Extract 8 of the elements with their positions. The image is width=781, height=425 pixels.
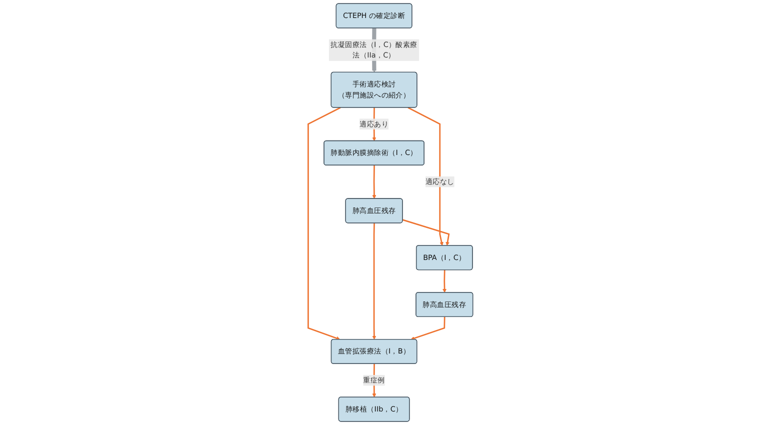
arrow bbox=[408, 107, 444, 246]
arrow bbox=[308, 107, 341, 340]
arrow bbox=[442, 270, 447, 293]
arrow bbox=[410, 316, 446, 340]
arrow bbox=[372, 223, 376, 340]
arrow bbox=[372, 165, 376, 199]
arrow bbox=[402, 219, 450, 246]
arrow bbox=[372, 364, 376, 398]
